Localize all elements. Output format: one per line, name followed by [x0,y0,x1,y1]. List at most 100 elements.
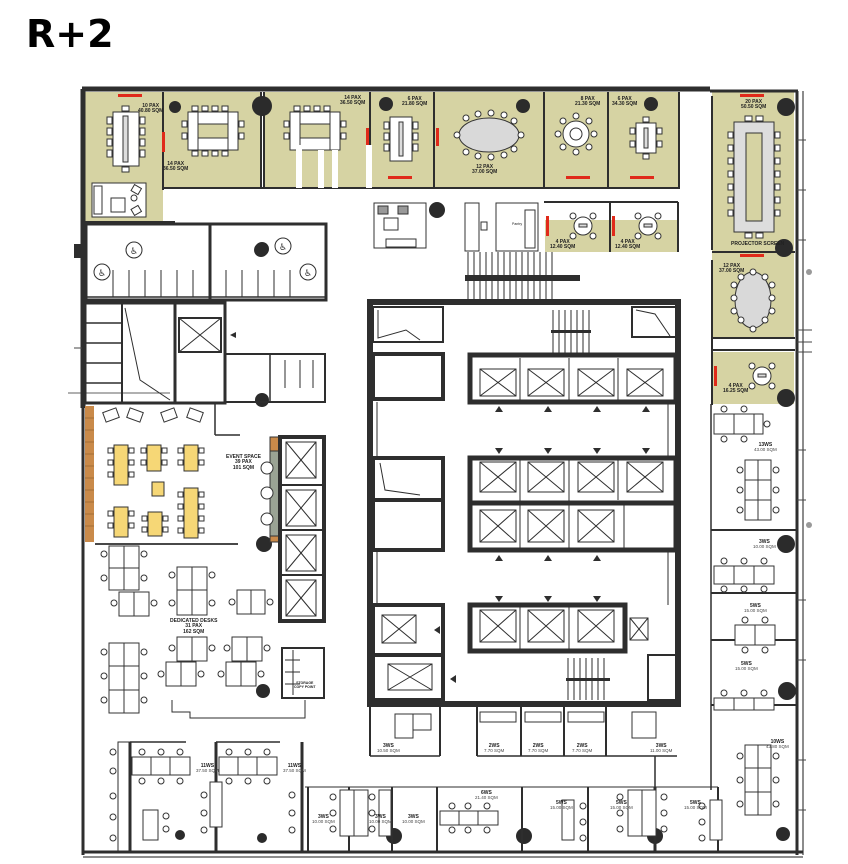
area: 10.00 SQM [369,819,392,825]
meeting-room-partitions [85,92,795,405]
area: 37.00 SQM [719,268,745,275]
label: 11WS [200,763,215,769]
label: 2WS [488,743,500,749]
label: 11WS [287,763,302,769]
bottom-desks [329,711,723,842]
svg-text:♿: ♿ [279,243,287,253]
area: 101 SQM [232,464,255,471]
pax: 14 PAX [344,95,362,101]
lift-arrows [434,406,650,683]
sub: COPY POINT [294,684,316,689]
6pax-table-b [629,116,663,160]
area: 7.70 SQM [528,748,549,754]
label: 3WS [655,743,667,749]
toilet-block [84,222,328,302]
label: 5WS [615,800,627,806]
pax: 20 PAX [745,99,763,105]
area: 10.00 SQM [312,819,335,825]
area: 36.50 SQM [163,166,189,173]
dedicated-desk-clusters [100,545,274,714]
pax: 4 PAX [555,239,570,245]
area: 10.50 SQM [377,748,400,754]
bottom-offices-walls [305,404,797,852]
area: 21.80 SQM [402,101,428,108]
pax: 6 PAX [407,96,422,102]
6pax-table-a [383,116,419,162]
area: 10.00 SQM [753,544,776,550]
pax: 14 PAX [167,161,185,167]
label: 5WS [689,800,701,806]
area: 21.30 SQM [575,101,601,108]
room-label-pantry: Pantry [512,222,523,226]
14pax-table-b [283,105,347,151]
name: EVENT SPACE [226,454,261,460]
svg-text:♿: ♿ [130,247,138,257]
label: 3WS [374,814,386,820]
pax: 39 PAX [235,459,252,466]
area: 15.00 SQM [550,805,573,811]
storage-room [281,647,325,699]
name: STORAGE [296,681,314,685]
right-side-desks [713,405,780,816]
area: 37.50 SQM [196,768,219,774]
name: DEDICATED DESKS [170,618,218,624]
area: 37.50 SQM [283,768,306,774]
accessible-wc-icons: ♿♿♿♿ [98,243,312,279]
area: 7.70 SQM [484,748,505,754]
pax: 12 PAX [476,164,494,170]
pax: 31 PAX [185,623,203,630]
area: 15.00 SQM [735,666,758,672]
lift-core-left [278,435,326,623]
area: 43.80 SQM [766,744,789,750]
pax: 4 PAX [728,383,743,389]
outer-walls [80,86,804,858]
svg-text:♿: ♿ [304,269,312,279]
floor-level-title: R+2 [26,12,114,56]
20pax-boardroom-table [727,115,781,239]
11ws-desks [109,748,296,842]
projector-screen-label: PROJECTOR SCREEN [731,241,785,247]
label: 3WS [407,814,419,820]
label: 3WS [758,539,770,545]
area: 12.40 SQM [615,244,641,251]
label: 5WS [740,661,752,667]
12pax-right-oval-table [730,268,776,333]
event-space-furniture [102,407,205,539]
reception-area [373,202,539,252]
pax: 6 PAX [617,96,632,102]
label: 5WS [555,800,567,806]
area: 16.25 SQM [723,388,749,395]
label: 3WS [382,743,394,749]
area: 162 SQM [183,628,205,635]
area: 40.80 SQM [138,108,164,115]
area: 15.00 SQM [744,608,767,614]
central-core [367,252,681,707]
area: 15.00 SQM [610,805,633,811]
area: 36.50 SQM [340,100,366,107]
